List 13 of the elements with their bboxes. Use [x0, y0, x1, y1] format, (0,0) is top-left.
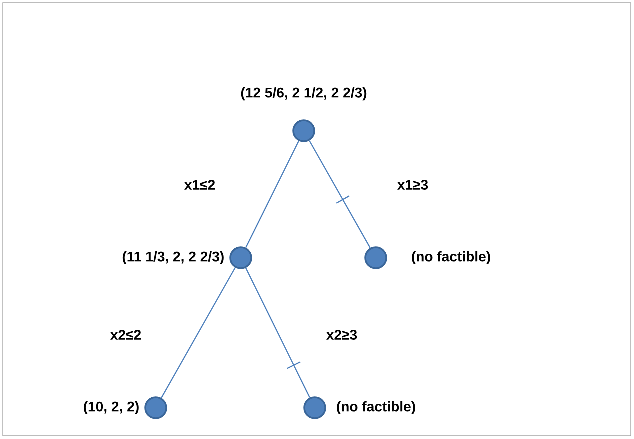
node-label: (10, 2, 2): [84, 401, 139, 415]
edge-label: x1≤2: [183, 178, 217, 192]
node-label: (11 1/3, 2, 2 2/3): [122, 251, 224, 265]
node-label: (no factible): [412, 251, 490, 265]
edge-label: x1≥3: [396, 178, 430, 192]
edge-label: x2≤2: [109, 328, 143, 342]
branch-line: [161, 268, 236, 398]
node-label: (no factible): [337, 401, 416, 415]
pruned-branch-line: [246, 268, 310, 398]
pruned-branch-line: [309, 140, 371, 248]
node-label: (12 5/6, 2 1/2, 2 2/3): [241, 88, 367, 101]
edge-label: x2≥3: [325, 328, 359, 342]
branch-line: [246, 140, 300, 248]
